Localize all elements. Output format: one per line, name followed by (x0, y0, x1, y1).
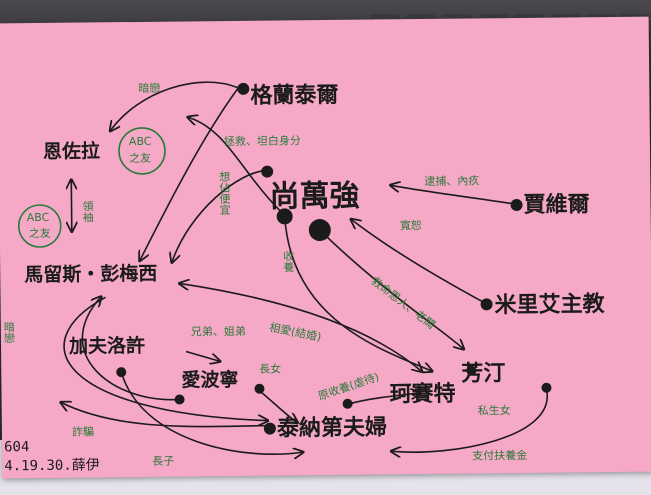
label-rescue-identity: 拯救、坦白身分 (224, 133, 301, 148)
label-arrest: 逮捕、內疚 (424, 173, 479, 188)
edge-thenardier-dot-left (62, 401, 267, 428)
node-dot (541, 382, 552, 393)
edge-thenardier-to-cosette (349, 393, 420, 405)
label-hidden-love-left: 暗戀 (2, 320, 15, 343)
edge-bishop-to-valjean (352, 218, 486, 305)
edge-thenardier-dot-to-cosette-right (283, 215, 432, 373)
node-grantaire: 格蘭泰爾 (250, 82, 338, 109)
node-thenardier: 泰納第夫婦 (276, 414, 387, 441)
pink-card: ABC 之友 ABC 之友 格蘭泰爾 恩佐拉 尚萬強 賈維爾 米里艾主教 馬留斯… (0, 16, 651, 479)
node-dot (480, 298, 493, 311)
abc-badge-left-line2: 之友 (29, 226, 51, 240)
node-eponine: 愛波寧 (181, 368, 238, 392)
node-enjolras: 恩佐拉 (43, 139, 100, 163)
edge-thenardier-dot-to-abc (189, 116, 286, 216)
label-adopt: 收養 (282, 249, 295, 273)
edge-grantaire-to-marius (138, 87, 239, 260)
label-leader: 領袖 (81, 199, 94, 223)
abc-badge-circle (118, 127, 166, 175)
note-line1: 604 (4, 439, 29, 455)
edge-grantaire-to-enjolras (110, 81, 239, 130)
node-valjean: 尚萬強 (269, 179, 359, 215)
node-marius: 馬留斯‧彭梅西 (24, 262, 157, 286)
edge-left-loop (63, 296, 267, 423)
node-javert: 賈維爾 (523, 191, 589, 218)
label-savior-boss: 救命恩人、老闆 (369, 274, 439, 332)
label-eldest-daughter: 長女 (259, 361, 281, 375)
label-love-married: 相愛(結婚) (268, 320, 322, 344)
edge-eponine-marius (81, 297, 177, 401)
label-pay-support: 支付扶養金 (472, 448, 527, 463)
node-dot (254, 383, 265, 394)
edge-enjolras-marius (71, 181, 72, 231)
node-dot (116, 367, 127, 378)
abc-badge-left-line1: ABC (27, 211, 50, 224)
abc-badge-line2: 之友 (129, 151, 151, 165)
node-dot (308, 219, 331, 242)
abc-badge-circle-left (17, 204, 62, 248)
node-dot (342, 398, 353, 409)
label-siblings: 兄弟、姐弟 (191, 324, 246, 339)
label-take-advantage: 想佔便宜 (218, 170, 231, 215)
node-dot (237, 82, 250, 95)
node-dot (174, 394, 185, 405)
edge-fantine-support (392, 389, 548, 453)
node-dot (276, 208, 293, 225)
node-bishop: 米里艾主教 (494, 291, 605, 318)
abc-badge-line1: ABC (129, 135, 152, 148)
node-cosette: 珂賽特 (389, 381, 455, 408)
label-fraud: 詐騙 (72, 424, 94, 438)
edge-valjean-to-marius (171, 169, 268, 262)
relationship-map: ABC 之友 ABC 之友 格蘭泰爾 恩佐拉 尚萬強 賈維爾 米里艾主教 馬留斯… (2, 81, 606, 475)
node-dot (263, 422, 276, 435)
node-dot (466, 365, 477, 376)
node-gavroche: 加夫洛許 (68, 334, 145, 358)
edge-gavroche-dot-down (120, 371, 302, 456)
edge-marius-cosette (180, 281, 421, 374)
note-line2: 4.19.30.薛伊 (4, 457, 100, 474)
label-forgive: 寬恕 (400, 218, 422, 232)
node-fantine: 芳汀 (461, 360, 505, 386)
label-hidden-love: 暗戀 (138, 81, 160, 95)
node-dot (261, 165, 274, 178)
edge-gavroche-eponine (185, 350, 219, 361)
edge-javert-to-valjean (391, 184, 515, 205)
label-former-foster: 原收養(虐待) (316, 369, 381, 403)
node-dot (510, 198, 523, 211)
edge-eponine-dot-to-thenardier (258, 390, 296, 422)
label-illegitimate-daughter: 私生女 (478, 403, 511, 417)
label-eldest-son: 長子 (152, 455, 174, 468)
